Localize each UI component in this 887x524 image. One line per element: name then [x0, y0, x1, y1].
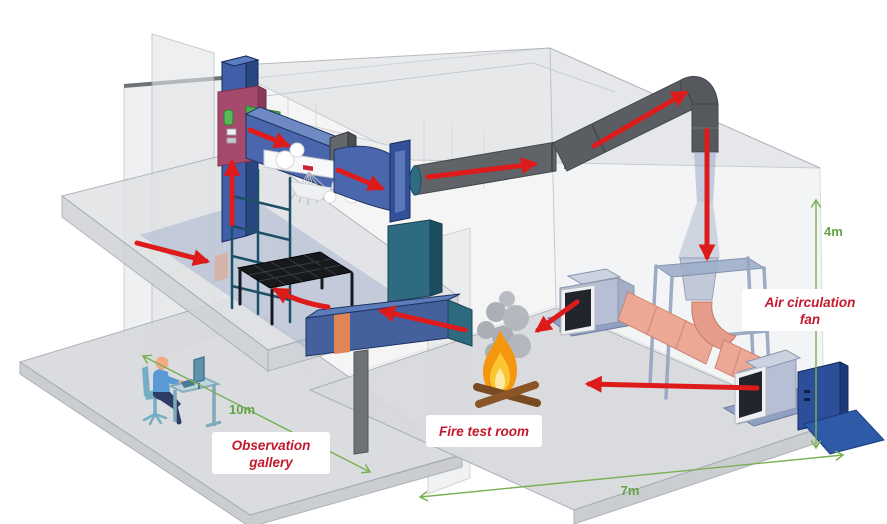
channel-salmon-stripe [215, 252, 228, 282]
small-sensor-2 [226, 137, 237, 144]
fan-duct-upper [617, 291, 717, 365]
flow-arrow-mezzanine [134, 240, 211, 267]
specimen-table [236, 251, 354, 326]
duct-ring [646, 305, 658, 335]
dimension-line-10m [141, 354, 372, 474]
dimension-4m: 4m [824, 224, 843, 239]
flow-arrow-fan-to-fire [534, 299, 580, 333]
right-fan-outlet [739, 371, 762, 418]
flow-arrow-duct-b [335, 167, 385, 191]
exhaust-box-stripe [334, 313, 350, 354]
flow-arrow-mezzanine-curve [272, 287, 331, 310]
left-fan-outlet [565, 289, 591, 331]
hood-cone [287, 180, 334, 202]
airflow-arrows [134, 90, 760, 393]
flow-arrow-into-exhaust [377, 305, 468, 333]
riser-column-top [220, 55, 260, 67]
fan-box-vent-2 [804, 398, 810, 401]
duct-ring-3 [731, 347, 742, 377]
right-fan-top [744, 349, 802, 371]
pipe-inlet-cap [409, 165, 422, 196]
fire-room-roof [221, 47, 821, 169]
hood-logo [303, 165, 313, 171]
dimension-10m: 10m [229, 402, 255, 417]
callout-air-circulation-fan: Air circulation fan [742, 289, 878, 331]
dimensions: 4m 10m 7m [141, 198, 845, 502]
air-fan-label-line1: Air circulation [764, 295, 856, 310]
dimension-line-7m [418, 450, 845, 502]
roof-inner-edge-right [532, 62, 616, 93]
left-fan-top [566, 268, 622, 285]
flow-arrow-pipe-diagonal [591, 90, 689, 149]
cabinet-side [429, 219, 443, 297]
air-circulation-fan-assembly [546, 255, 885, 455]
support-post [353, 349, 369, 455]
flow-arrow-duct-a [247, 127, 291, 149]
callouts: Observation gallery Fire test room Air c… [212, 289, 878, 474]
fire-room-label: Fire test room [439, 424, 529, 439]
callout-fire-test-room: Fire test room [426, 415, 542, 447]
monitor [193, 355, 205, 385]
duct-ring-2 [675, 319, 687, 349]
flow-arrow-pipe-horizontal [425, 157, 539, 180]
air-fan-label-line2: fan [800, 312, 820, 327]
gallery-label-line1: Observation [232, 438, 311, 453]
flow-arrow-floor [584, 375, 760, 393]
roof-inner-edge-left [256, 62, 534, 98]
callout-observation-gallery: Observation gallery [212, 432, 330, 474]
gallery-label-line2: gallery [248, 455, 294, 470]
fan-mount-wedge [803, 409, 885, 455]
fan-box-vent [804, 390, 810, 393]
exterior-fan-box-side [839, 361, 849, 421]
control-cabinet [387, 219, 431, 303]
pipe-ring [591, 124, 606, 153]
logs [473, 381, 541, 408]
green-fitting [223, 109, 234, 126]
flame-core [495, 368, 505, 390]
small-sensor [226, 128, 237, 136]
dimension-7m: 7m [621, 483, 640, 498]
fire [473, 291, 541, 408]
wall-flange-inner [395, 150, 405, 213]
